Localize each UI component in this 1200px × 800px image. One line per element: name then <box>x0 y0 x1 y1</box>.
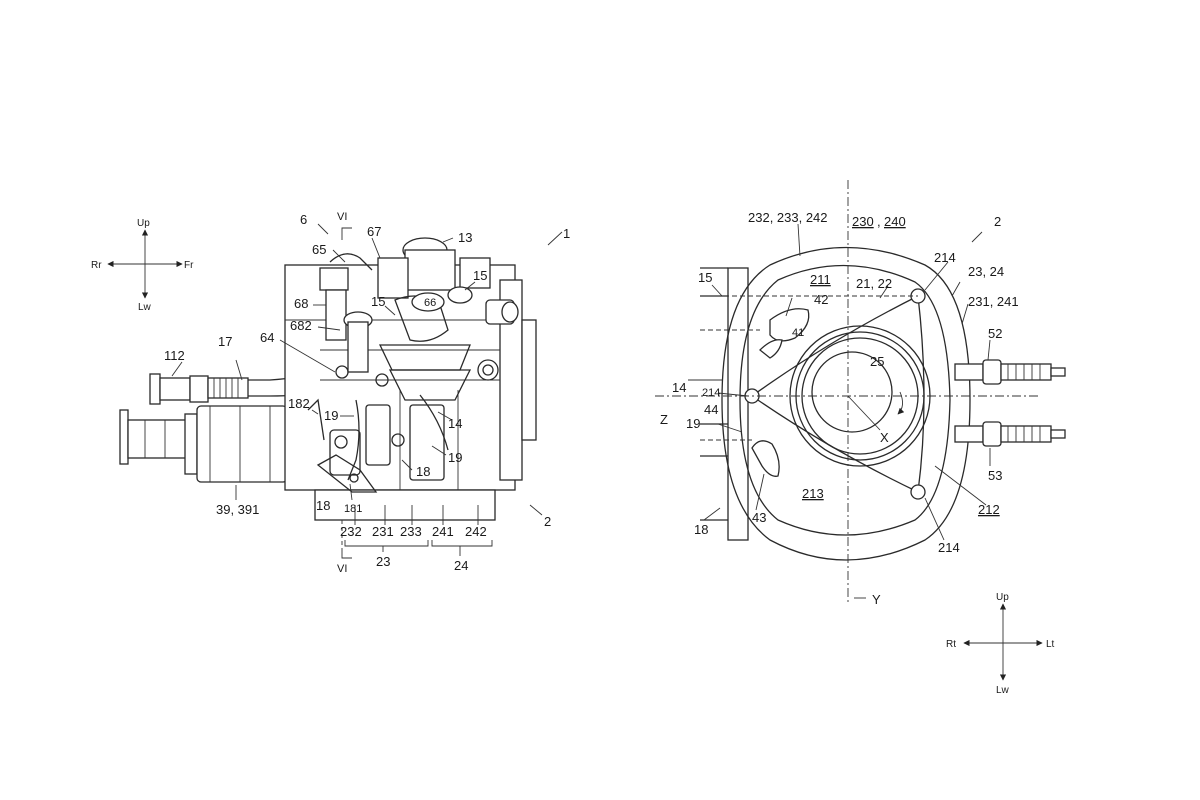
section-mark-vi <box>341 227 352 559</box>
label-18-low: 18 <box>316 498 330 513</box>
label-18-right: 18 <box>694 522 708 537</box>
label-65: 65 <box>312 242 326 257</box>
label-39-391: 39, 391 <box>216 502 259 517</box>
label-43: 43 <box>752 510 766 525</box>
label-6: 6 <box>300 212 307 227</box>
label-y: Y <box>872 592 881 607</box>
compass-down-label: Lw <box>138 302 152 313</box>
label-240: 240 <box>884 214 906 229</box>
label-682: 682 <box>290 318 312 333</box>
compass-up-label-right: Up <box>996 592 1009 603</box>
engine-side-view: Up Lw Rr Fr <box>91 211 570 575</box>
label-68: 68 <box>294 296 308 311</box>
label-232: 232 <box>340 524 362 539</box>
label-2-left: 2 <box>544 514 551 529</box>
exhaust-port-43 <box>751 440 780 477</box>
label-53: 53 <box>988 468 1002 483</box>
compass-up-label: Up <box>137 218 150 229</box>
output-shaft <box>811 351 893 433</box>
leader-lines-left <box>171 223 563 556</box>
trochoid-inner <box>739 264 951 536</box>
exhaust-system <box>119 367 331 483</box>
label-41: 41 <box>792 327 804 339</box>
engine-body <box>284 237 537 521</box>
label-15-left: 15 <box>371 294 385 309</box>
label-42: 42 <box>814 292 828 307</box>
label-67: 67 <box>367 224 381 239</box>
compass-right: Up Lw Rt Lt <box>946 592 1055 696</box>
port-41 <box>759 339 783 359</box>
label-23-24: 23, 24 <box>968 264 1004 279</box>
label-212: 212 <box>978 502 1000 517</box>
compass-left: Up Lw Rr Fr <box>91 218 194 313</box>
label-182: 182 <box>288 396 310 411</box>
label-vi-top: VI <box>337 211 347 223</box>
label-213: 213 <box>802 486 824 501</box>
label-25: 25 <box>870 354 884 369</box>
label-21-22: 21, 22 <box>856 276 892 291</box>
label-19-right: 19 <box>448 450 462 465</box>
apex-seal-bottom <box>910 484 926 500</box>
labels-left: 1 6 VI 13 65 67 15 15 66 68 682 64 17 11… <box>164 211 570 575</box>
label-13: 13 <box>458 230 472 245</box>
label-44: 44 <box>704 402 718 417</box>
label-241: 241 <box>432 524 454 539</box>
rotor-housing-outer <box>721 246 971 561</box>
label-19-left: 19 <box>324 408 338 423</box>
label-232-233-242: 232, 233, 242 <box>748 210 828 225</box>
label-1: 1 <box>563 226 570 241</box>
label-23: 23 <box>376 554 390 569</box>
label-214-top: 214 <box>934 250 956 265</box>
compass-right-label: Fr <box>184 260 194 271</box>
label-242: 242 <box>465 524 487 539</box>
label-231-241: 231, 241 <box>968 294 1019 309</box>
label-z: Z <box>660 412 668 427</box>
label-comma: , <box>877 214 881 229</box>
label-15-right: 15 <box>698 270 712 285</box>
label-230: 230 <box>852 214 874 229</box>
label-52: 52 <box>988 326 1002 341</box>
label-vi-bottom: VI <box>337 563 347 575</box>
label-233: 233 <box>400 524 422 539</box>
compass-left-label-right: Rt <box>946 639 956 650</box>
label-66: 66 <box>424 297 436 309</box>
label-181: 181 <box>344 503 362 515</box>
compass-left-label: Rr <box>91 260 102 271</box>
label-231: 231 <box>372 524 394 539</box>
label-19-right: 19 <box>686 416 700 431</box>
rotor-section-view: Up Lw Rt Lt 2 <box>655 180 1066 696</box>
label-214-bottom: 214 <box>938 540 960 555</box>
spark-plug-52 <box>954 359 1066 385</box>
label-14: 14 <box>448 416 462 431</box>
compass-right-label-right: Lt <box>1046 639 1055 650</box>
label-112: 112 <box>164 348 185 363</box>
label-211: 211 <box>810 272 831 287</box>
label-2-right: 2 <box>994 214 1001 229</box>
label-18-mid: 18 <box>416 464 430 479</box>
label-24: 24 <box>454 558 468 573</box>
label-17: 17 <box>218 334 232 349</box>
label-214-small: 214 <box>702 387 720 399</box>
label-14-right: 14 <box>672 380 686 395</box>
label-15-right: 15 <box>473 268 487 283</box>
label-x: X <box>880 430 889 445</box>
side-plate <box>727 267 749 541</box>
labels-right: 2 232, 233, 242 230 , 240 214 23, 24 231… <box>660 210 1019 607</box>
compass-down-label-right: Lw <box>996 685 1010 696</box>
rotation-arrow <box>897 391 905 415</box>
spark-plug-53 <box>954 421 1066 447</box>
label-64: 64 <box>260 330 274 345</box>
leader-lines-right <box>688 223 991 599</box>
